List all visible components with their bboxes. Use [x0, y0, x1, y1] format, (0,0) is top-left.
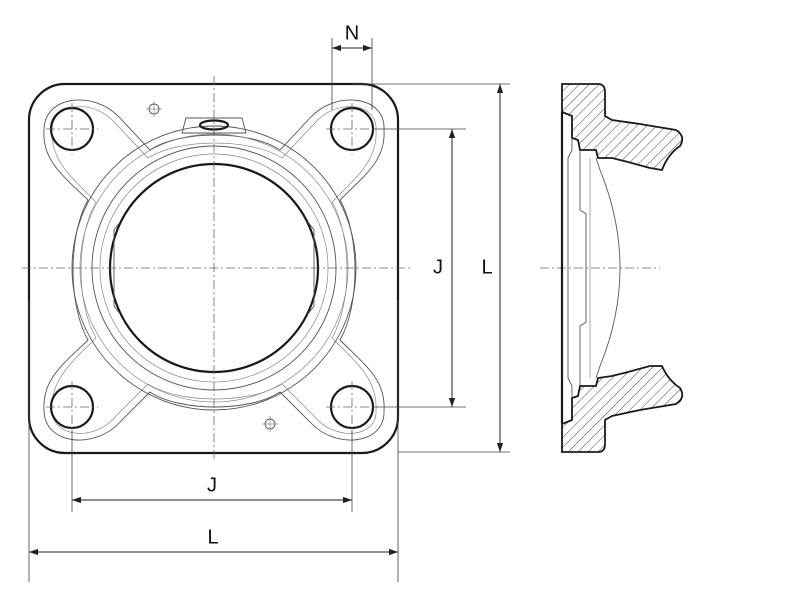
housing-ring-outer	[71, 125, 357, 411]
flange-outline	[27, 82, 400, 455]
dim-l-vertical-label: L	[481, 256, 492, 278]
front-view	[22, 76, 410, 460]
side-section-bottom	[561, 365, 684, 453]
dim-j-horizontal-label: J	[207, 474, 217, 496]
dim-l-horizontal-label: L	[207, 526, 218, 548]
dim-j-vertical-label: J	[433, 256, 443, 278]
dim-n-label: N	[345, 22, 359, 44]
grease-nipple-base	[181, 117, 247, 134]
flange-inner-profile	[43, 99, 385, 441]
flange-inner-profile-2	[51, 106, 377, 434]
dimension-annotations: N J L J L	[28, 22, 510, 582]
side-section-top	[561, 83, 684, 172]
side-view	[540, 83, 684, 453]
